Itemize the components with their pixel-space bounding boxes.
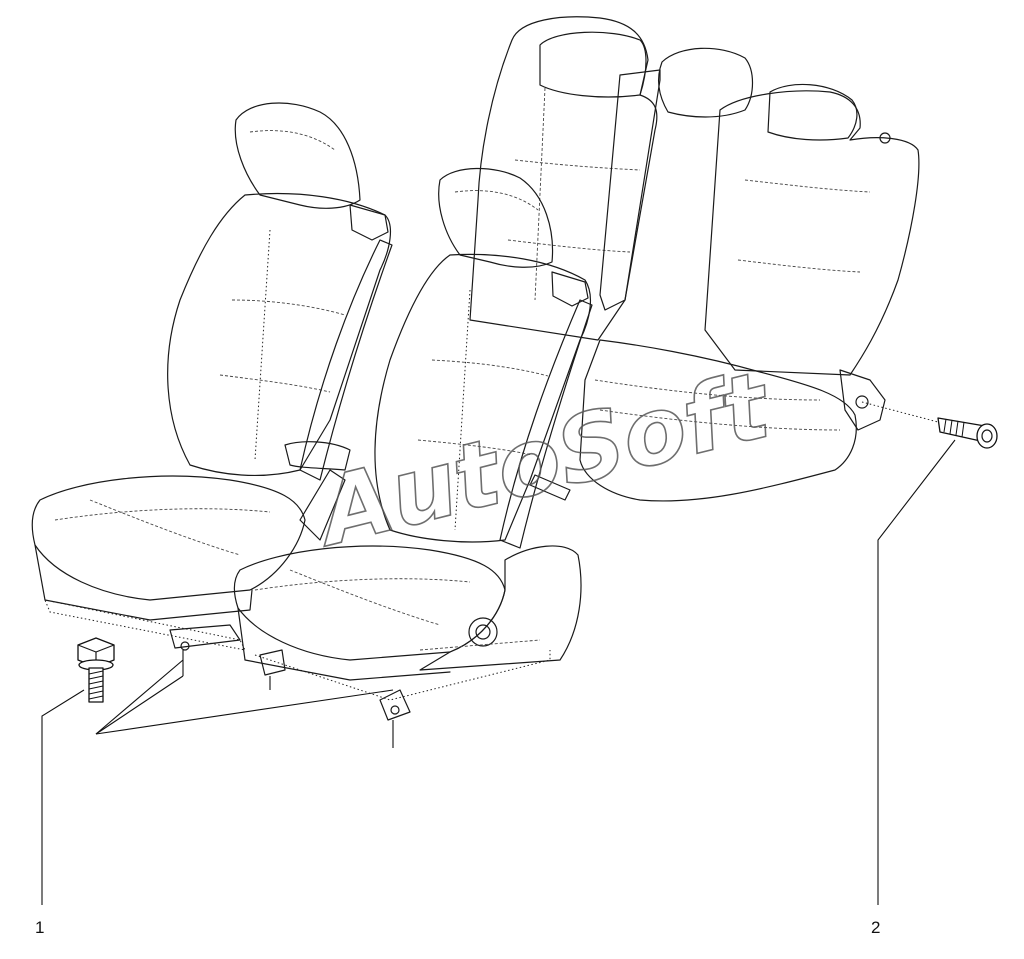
watermark-text: AutoSoft (304, 351, 782, 568)
front-seat-right (233, 167, 593, 748)
callout-label-1: 1 (35, 918, 44, 937)
callout-2-leaders (861, 401, 956, 905)
callout-label-2: 2 (871, 918, 880, 937)
seat-mounting-bolt (77, 637, 115, 703)
front-seat-left (31, 102, 393, 676)
callout-1-leaders (41, 659, 394, 905)
rear-seat-pivot-bolt (937, 417, 998, 449)
rear-bench-seat (469, 16, 920, 502)
